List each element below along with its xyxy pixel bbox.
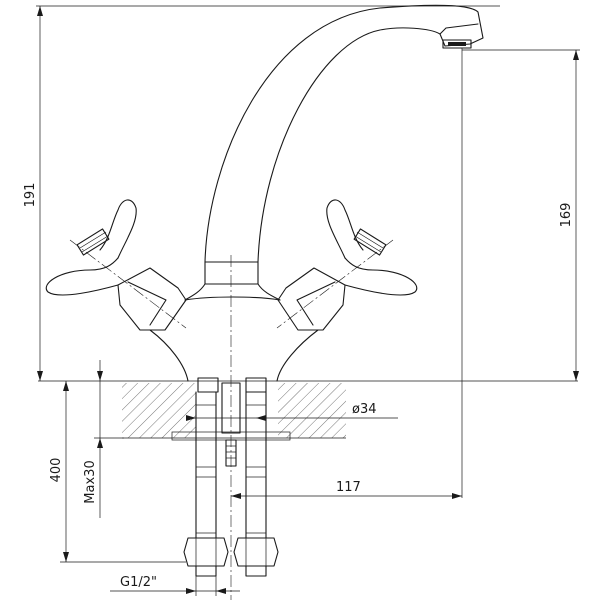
dimension-total-height: 191 [23,5,500,381]
mounting-hardware [221,382,241,467]
dimension-connection-thread: G1/2" [110,575,240,596]
diameter-label: ø34 [352,402,377,417]
faucet-body [149,261,319,382]
left-handle [45,199,187,331]
dimension-diameter: ø34 [186,402,398,424]
right-hose [233,377,279,577]
connection-thread-label: G1/2" [120,575,157,590]
dimension-spout-height: 169 [462,49,580,381]
countertop-section [38,380,578,441]
spout-height-label: 169 [559,203,574,228]
total-height-label: 191 [23,183,38,208]
dimension-spout-reach: 117 [231,480,462,499]
dimension-hose-length: 400 [49,381,186,563]
max-thickness-label: Max30 [83,460,98,503]
dimension-max-thickness: Max30 [83,360,124,518]
spout [204,4,484,263]
right-handle [276,199,418,331]
hose-length-label: 400 [49,458,64,483]
spout-reach-label: 117 [336,480,361,495]
